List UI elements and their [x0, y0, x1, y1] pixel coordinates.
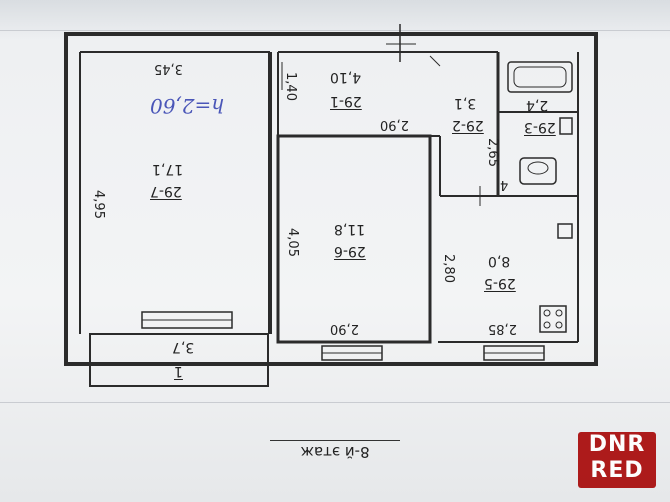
bathtub [507, 61, 573, 93]
room-29-3-code: 29-3 [524, 119, 556, 135]
outer-wall [64, 32, 598, 366]
room-29-6-area: 11,8 [334, 221, 366, 237]
watermark-logo: DNR RED [578, 432, 656, 488]
balcony-outline [89, 333, 269, 387]
room-29-6-length: 4,05 [284, 228, 300, 257]
room-29-1-width: 1,40 [282, 72, 298, 101]
paper-line [0, 402, 670, 403]
room-29-1-code: 29-1 [330, 93, 362, 109]
toilet [519, 157, 557, 185]
balcony-area: 3,7 [172, 339, 195, 355]
ceiling-height-note: h=2,60 [150, 94, 225, 118]
room-29-5-width: 2,85 [488, 321, 517, 336]
room-29-7-area: 17,1 [152, 161, 184, 177]
room-29-6-width: 2,90 [330, 321, 359, 336]
room-29-7-code: 29-7 [150, 183, 182, 199]
room-29-2-area: 3,1 [454, 95, 477, 111]
room-29-7-width: 3,45 [154, 61, 183, 76]
toilet-small-dim: 4 [500, 177, 509, 192]
middle-room-outline [276, 134, 432, 344]
room-29-5-code: 29-5 [484, 275, 516, 291]
room-29-2-width: 2,65 [484, 138, 500, 167]
paper-line [0, 30, 670, 31]
room-29-2-code: 29-2 [452, 117, 484, 133]
room-29-5-length: 2,80 [440, 254, 456, 283]
balcony-code: 1 [174, 363, 183, 379]
room-29-6-top-width: 2,90 [380, 117, 409, 132]
room-29-5-area: 8,0 [488, 253, 511, 269]
room-29-6-code: 29-6 [334, 243, 366, 259]
stove [539, 305, 567, 333]
room-29-1-area: 4,10 [330, 69, 362, 85]
room-29-7-length: 4,95 [90, 190, 106, 219]
room-29-3-area: 2,4 [526, 97, 549, 113]
floor-label: 8-й этаж [270, 440, 400, 461]
